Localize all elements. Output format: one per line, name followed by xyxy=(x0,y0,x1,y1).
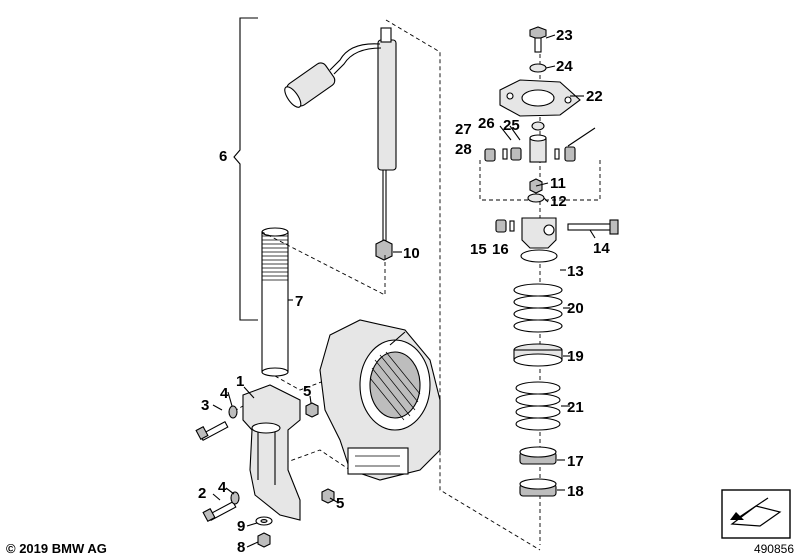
label-4a: 4 xyxy=(220,385,229,402)
top-mount-plate xyxy=(499,79,581,117)
nut-15 xyxy=(495,219,507,233)
washer-4a xyxy=(228,405,238,419)
label-8: 8 xyxy=(237,539,245,556)
label-25: 25 xyxy=(503,117,520,134)
nut-5a xyxy=(305,402,319,418)
washer-9 xyxy=(255,516,273,526)
nut-8 xyxy=(257,532,271,548)
washer-16 xyxy=(509,220,515,232)
label-11: 11 xyxy=(550,175,566,192)
label-16: 16 xyxy=(492,241,509,258)
bushing-26 xyxy=(510,147,522,161)
label-1: 1 xyxy=(236,373,244,390)
bolt-23 xyxy=(529,26,547,53)
label-3: 3 xyxy=(201,397,209,414)
label-21: 21 xyxy=(567,399,584,416)
coil-spring-21 xyxy=(515,381,561,431)
label-23: 23 xyxy=(556,27,573,44)
label-24: 24 xyxy=(556,58,573,75)
label-10: 10 xyxy=(403,245,420,262)
label-4b: 4 xyxy=(218,479,227,496)
label-20: 20 xyxy=(567,300,584,317)
upper-spring-seat xyxy=(520,217,558,263)
nut-28 xyxy=(484,148,496,162)
washer-12 xyxy=(527,193,545,203)
label-9: 9 xyxy=(237,518,245,535)
strut-tube xyxy=(261,227,289,377)
label-15: 15 xyxy=(470,241,487,258)
adjust-nut-17 xyxy=(519,446,557,465)
label-5b: 5 xyxy=(336,495,344,512)
copyright-notice: © 2019 BMW AG xyxy=(6,541,107,556)
sleeve-25 xyxy=(529,121,547,163)
label-19: 19 xyxy=(567,348,584,365)
image-id: 490856 xyxy=(753,542,794,556)
label-28: 28 xyxy=(455,141,472,158)
washer-24 xyxy=(529,63,547,73)
shock-absorber xyxy=(284,27,397,261)
label-22: 22 xyxy=(586,88,603,105)
knuckle-housing xyxy=(319,319,441,481)
washer-4b xyxy=(230,491,240,505)
bolt-2 xyxy=(202,501,237,523)
label-5a: 5 xyxy=(303,383,311,400)
label-18: 18 xyxy=(567,483,584,500)
group-bracket xyxy=(233,17,258,321)
label-14: 14 xyxy=(593,240,610,257)
label-7: 7 xyxy=(295,293,303,310)
arrow-symbol-icon xyxy=(721,489,791,539)
fork-bracket xyxy=(242,384,301,521)
ring-19 xyxy=(513,343,563,367)
bushing-28b xyxy=(564,146,576,162)
bolt-14 xyxy=(567,219,619,235)
label-17: 17 xyxy=(567,453,584,470)
label-13: 13 xyxy=(567,263,584,280)
washer-27b xyxy=(554,148,560,160)
label-12: 12 xyxy=(550,193,567,210)
label-6: 6 xyxy=(219,148,227,165)
label-27: 27 xyxy=(455,121,472,138)
leader-lines xyxy=(212,34,596,548)
nut-5b xyxy=(321,488,335,504)
label-26: 26 xyxy=(478,115,495,132)
label-2: 2 xyxy=(198,485,206,502)
bolt-3 xyxy=(195,421,229,441)
coil-spring-20 xyxy=(513,283,563,333)
washer-27 xyxy=(502,148,508,160)
lock-nut-18 xyxy=(519,478,557,497)
